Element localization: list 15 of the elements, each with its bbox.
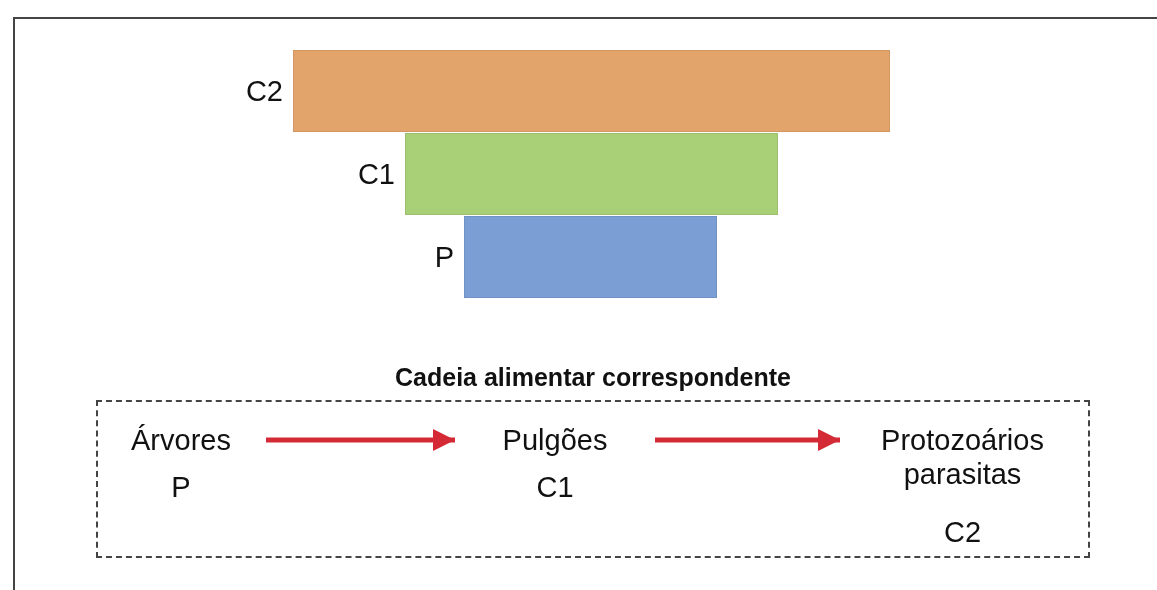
level-label: C2 <box>942 515 983 549</box>
organism-label: Árvores <box>130 423 232 457</box>
arrow <box>266 428 455 452</box>
arrow <box>655 428 840 452</box>
heading: Cadeia alimentar correspondente <box>394 362 792 393</box>
organism-label: Pulgões <box>501 423 609 457</box>
pyramid-bar <box>464 216 717 298</box>
level-label: C1 <box>535 470 575 504</box>
level-label: C2 <box>244 74 283 108</box>
organism-label: Protozoários parasitas <box>880 423 1045 491</box>
level-label: P <box>170 470 192 504</box>
pyramid-bar <box>293 50 890 132</box>
level-label: C1 <box>356 157 395 191</box>
level-label: P <box>433 240 454 274</box>
pyramid-bar <box>405 133 778 215</box>
